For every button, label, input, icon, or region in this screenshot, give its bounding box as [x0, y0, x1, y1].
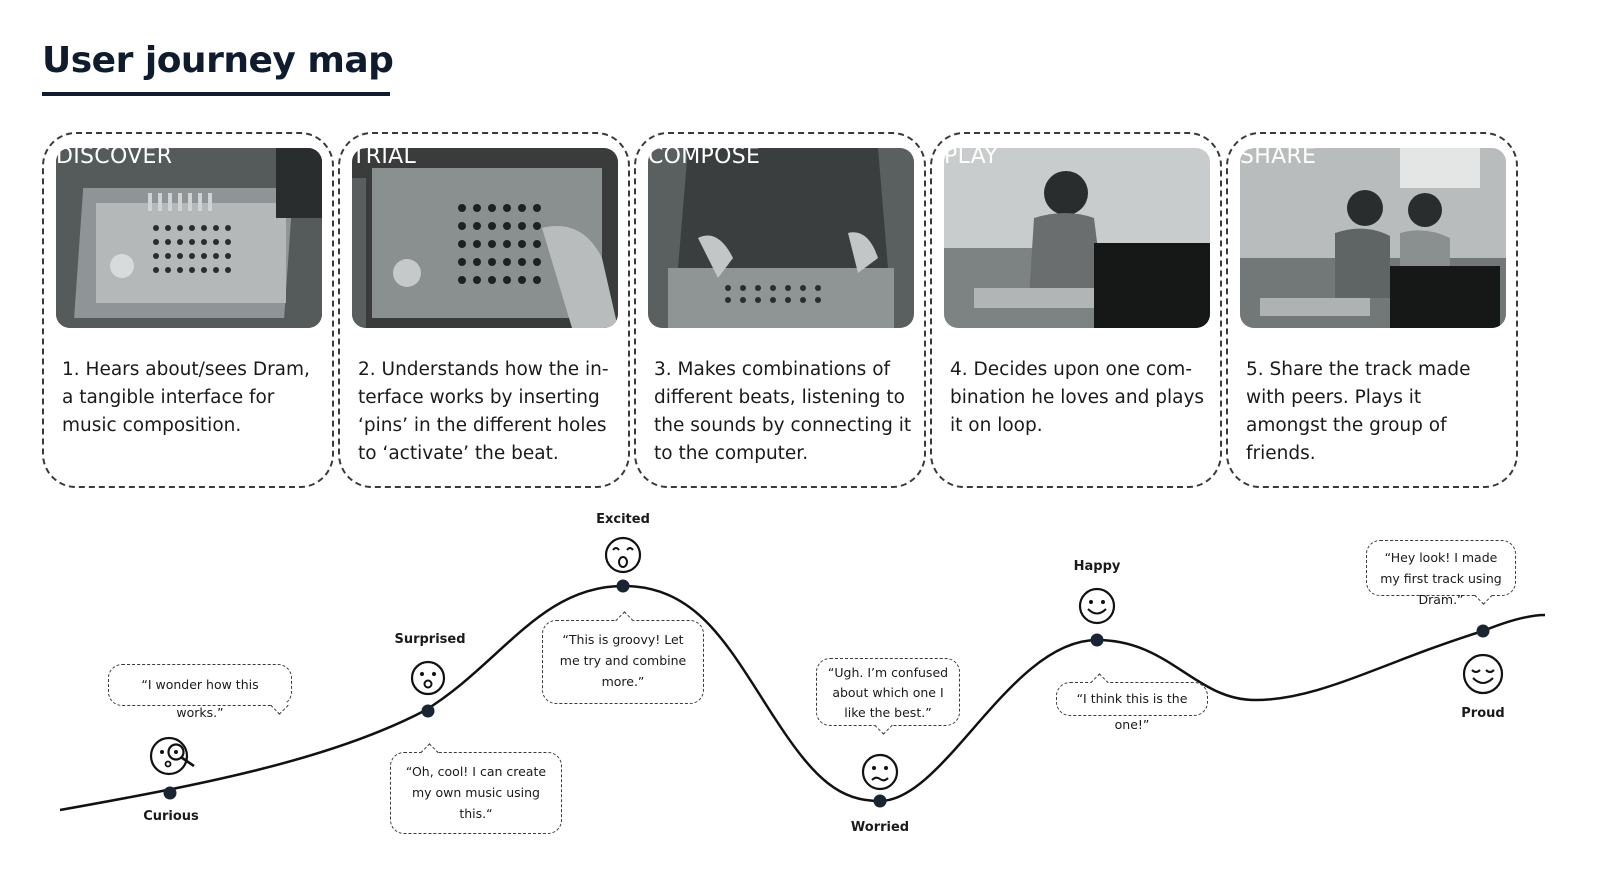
stage-label: COMPOSE [648, 144, 761, 169]
trial-photo [352, 148, 618, 328]
quote-text: “I think this is the one!” [1076, 691, 1188, 732]
quote-bubble-happy: “I think this is the one!” [1056, 673, 1208, 732]
emotion-label-happy: Happy [1073, 559, 1121, 574]
stage-label: DISCOVER [56, 144, 173, 169]
emotion-point-proud [1476, 624, 1490, 638]
compose-photo [648, 148, 914, 328]
stage-description: 5. Share the track made with peers. Play… [1246, 359, 1471, 464]
quote-bubble-surprised: “Oh, cool! I can create my own music usi… [390, 743, 562, 834]
emotion-label-excited: Excited [596, 512, 650, 527]
quote-bubble-proud: “Hey look! I made my first track using D… [1366, 540, 1516, 607]
stage-card-share: SHARE 5. Share the track made with peers… [1226, 132, 1518, 488]
emotion-point-worried [873, 794, 887, 808]
quote-bubble-excited: “This is groovy! Let me try and combine … [542, 611, 704, 704]
play-photo [944, 148, 1210, 328]
quote-text: “Hey look! I made my first track using D… [1380, 550, 1502, 607]
stage-description: 3. Makes combinations of different beats… [654, 359, 912, 464]
stage-description: 4. Decides upon one com-bination he love… [950, 359, 1205, 436]
quote-bubble-curious: “I wonder how this works.” [108, 664, 292, 720]
stage-card-discover: DISCOVER 1. Hears about/sees Dram, a tan… [42, 132, 334, 488]
emotion-label-surprised: Surprised [394, 632, 466, 647]
emotion-point-curious [163, 786, 177, 800]
stage-label: PLAY [944, 144, 999, 169]
emotion-label-curious: Curious [143, 809, 199, 824]
title-underline [42, 92, 390, 96]
happy-face-icon [1078, 587, 1116, 625]
stage-label: SHARE [1240, 144, 1317, 169]
quote-text: “This is groovy! Let me try and combine … [559, 632, 687, 689]
emotion-point-excited [616, 579, 630, 593]
discover-photo [56, 148, 322, 328]
stage-card-trial: TRIAL 2. Understands how the in-terface … [338, 132, 630, 488]
quote-text: “I wonder how this works.” [141, 677, 259, 720]
surprised-face-icon [410, 660, 446, 696]
stage-description: 1. Hears about/sees Dram, a tangible int… [62, 359, 310, 436]
share-photo [1240, 148, 1506, 328]
stage-description: 2. Understands how the in-terface works … [358, 359, 609, 464]
excited-face-icon [604, 536, 642, 574]
proud-face-icon [1462, 653, 1504, 695]
emotion-label-proud: Proud [1461, 706, 1505, 721]
worried-face-icon [861, 753, 899, 791]
emotion-point-happy [1090, 633, 1104, 647]
emotion-point-surprised [421, 704, 435, 718]
quote-text: “Ugh. I’m confused about which one I lik… [827, 665, 949, 720]
quote-text: “Oh, cool! I can create my own music usi… [405, 764, 547, 821]
emotion-label-worried: Worried [850, 820, 910, 835]
stage-card-compose: COMPOSE 3. Makes combinations of differe… [634, 132, 926, 488]
quote-bubble-worried: “Ugh. I’m confused about which one I lik… [816, 658, 960, 735]
curious-magnifier-face-icon [149, 736, 195, 776]
page-title: User journey map [42, 40, 394, 81]
stage-card-play: PLAY 4. Decides upon one com-bination he… [930, 132, 1222, 488]
stage-label: TRIAL [352, 144, 417, 169]
